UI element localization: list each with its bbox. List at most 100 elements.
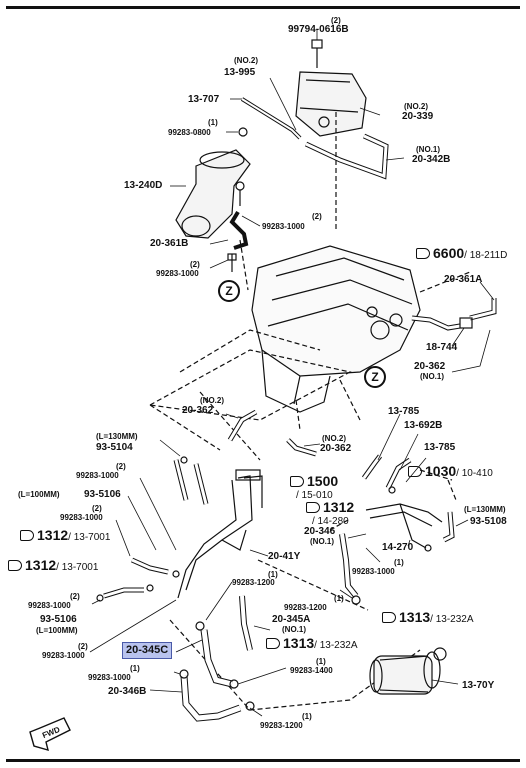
length-93-5106-b: (L=100MM): [36, 626, 78, 635]
book-icon: [382, 612, 396, 623]
note-20-362-c: (NO.2): [322, 434, 346, 443]
length-93-5108: (L=130MM): [464, 505, 506, 514]
callout-lines: [89, 30, 495, 717]
label-99283-0800: 99283-0800: [168, 128, 211, 137]
ref-1312-a[interactable]: 1312/ 13-7001: [20, 528, 110, 545]
book-icon: [416, 248, 430, 259]
bottom-rule: [6, 759, 520, 762]
label-20-362-b: 20-362: [182, 405, 214, 416]
label-13-785-b: 13-785: [424, 442, 456, 453]
ref-1312-a-page: / 13-7001: [68, 532, 111, 543]
check-valve-18-744: [459, 317, 473, 329]
label-99283-1000-f: 99283-1000: [42, 651, 85, 660]
label-99283-1000-g: 99283-1000: [352, 567, 395, 576]
leader-lines: [148, 112, 471, 711]
label-20-339: 20-339: [402, 111, 434, 122]
label-99283-1000-h: 99283-1000: [88, 673, 131, 682]
label-99283-1200-a: 99283-1200: [232, 578, 275, 587]
label-13-70Y: 13-70Y: [462, 680, 495, 691]
note-13-995: (NO.2): [234, 56, 258, 65]
qty-1000e: (2): [70, 592, 80, 601]
qty-1000d: (2): [92, 504, 102, 513]
ref-1313-b[interactable]: 1313/ 13-232A: [266, 636, 358, 653]
ref-1312-a-num: 1312: [37, 527, 69, 543]
label-13-785-a: 13-785: [388, 406, 420, 417]
label-93-5106-a: 93-5106: [84, 489, 121, 500]
label-20-345C-highlighted[interactable]: 20-345C: [122, 642, 173, 659]
qty-1000f: (2): [78, 642, 88, 651]
ref-6600-page: / 18-211D: [464, 250, 508, 261]
label-20-345A: 20-345A: [272, 614, 311, 625]
ref-1313-b-num: 1313: [283, 635, 315, 651]
book-icon: [266, 638, 280, 649]
ref-1500-page: / 15-010: [296, 490, 333, 501]
label-20-342B: 20-342B: [412, 154, 451, 165]
label-99283-1000-c: 99283-1000: [76, 471, 119, 480]
qty-1200b: (1): [334, 594, 344, 603]
label-99283-1000-e: 99283-1000: [28, 601, 71, 610]
ref-1312-b-num: 1312: [25, 557, 57, 573]
book-icon: [408, 466, 422, 477]
note-20-339: (NO.2): [404, 102, 428, 111]
note-20-362-a: (NO.1): [420, 372, 444, 381]
note-20-362-b: (NO.2): [200, 396, 224, 405]
qty-0800: (1): [208, 118, 218, 127]
label-99283-1200-c: 99283-1200: [260, 721, 303, 730]
label-93-5106-b: 93-5106: [40, 614, 77, 625]
qty-1200a: (1): [268, 570, 278, 579]
label-13-692B: 13-692B: [404, 420, 443, 431]
label-20-346B: 20-346B: [108, 686, 147, 697]
note-20-346: (NO.1): [310, 537, 334, 546]
ref-1313-a-page: / 13-232A: [430, 614, 474, 625]
label-99283-1000-b: 99283-1000: [156, 269, 199, 278]
label-99283-1000-a: 99283-1000: [262, 222, 305, 231]
label-99283-1400: 99283-1400: [290, 666, 333, 675]
bolt-99794: [311, 39, 323, 68]
label-20-361A: 20-361A: [444, 274, 483, 285]
qty-1000g: (1): [394, 558, 404, 567]
label-99283-1000-d: 99283-1000: [60, 513, 103, 522]
label-93-5104: 93-5104: [96, 442, 133, 453]
pipe-assembly-20-41Y: [177, 469, 263, 599]
qty-1000c: (2): [116, 462, 126, 471]
ref-1500[interactable]: 1500: [290, 474, 338, 489]
label-99283-1200-b: 99283-1200: [284, 603, 327, 612]
qty-99794: (2): [331, 16, 341, 25]
ref-1313-a[interactable]: 1313/ 13-232A: [382, 610, 474, 627]
fwd-arrow-icon: [29, 717, 71, 752]
ref-1500-num: 1500: [307, 473, 339, 489]
label-13-240D: 13-240D: [124, 180, 163, 191]
ref-1312-c[interactable]: 1312: [306, 500, 354, 515]
solenoid-valve-20-339: [295, 71, 367, 137]
label-93-5108: 93-5108: [470, 516, 507, 527]
qty-1400: (1): [316, 657, 326, 666]
top-rule: [6, 6, 520, 9]
note-20-345A: (NO.1): [282, 625, 306, 634]
ref-1312-b[interactable]: 1312/ 13-7001: [8, 558, 98, 575]
qty-1000a: (2): [312, 212, 322, 221]
qty-1000h: (1): [130, 664, 140, 673]
ref-6600-num: 6600: [433, 245, 465, 261]
book-icon: [20, 530, 34, 541]
book-icon: [8, 560, 22, 571]
note-20-342B: (NO.1): [416, 145, 440, 154]
ref-1312-c-page: / 14-280: [312, 516, 349, 527]
ref-1313-b-page: / 13-232A: [314, 640, 358, 651]
ref-1030-num: 1030: [425, 463, 457, 479]
length-93-5104: (L=130MM): [96, 432, 138, 441]
clamps: [96, 127, 432, 711]
book-icon: [306, 502, 320, 513]
engine-block: [251, 245, 421, 413]
label-14-270: 14-270: [382, 542, 414, 553]
label-18-744: 18-744: [426, 342, 458, 353]
ref-1312-c-num: 1312: [323, 499, 355, 515]
reference-z-upper: Z: [218, 280, 240, 302]
qty-1200c: (1): [302, 712, 312, 721]
label-20-41Y: 20-41Y: [268, 551, 301, 562]
ref-1030[interactable]: 1030/ 10-410: [408, 464, 493, 481]
hose-20-361B: [229, 210, 249, 250]
ref-6600[interactable]: 6600/ 18-211D: [416, 246, 507, 263]
label-20-362-a: 20-362: [414, 361, 446, 372]
